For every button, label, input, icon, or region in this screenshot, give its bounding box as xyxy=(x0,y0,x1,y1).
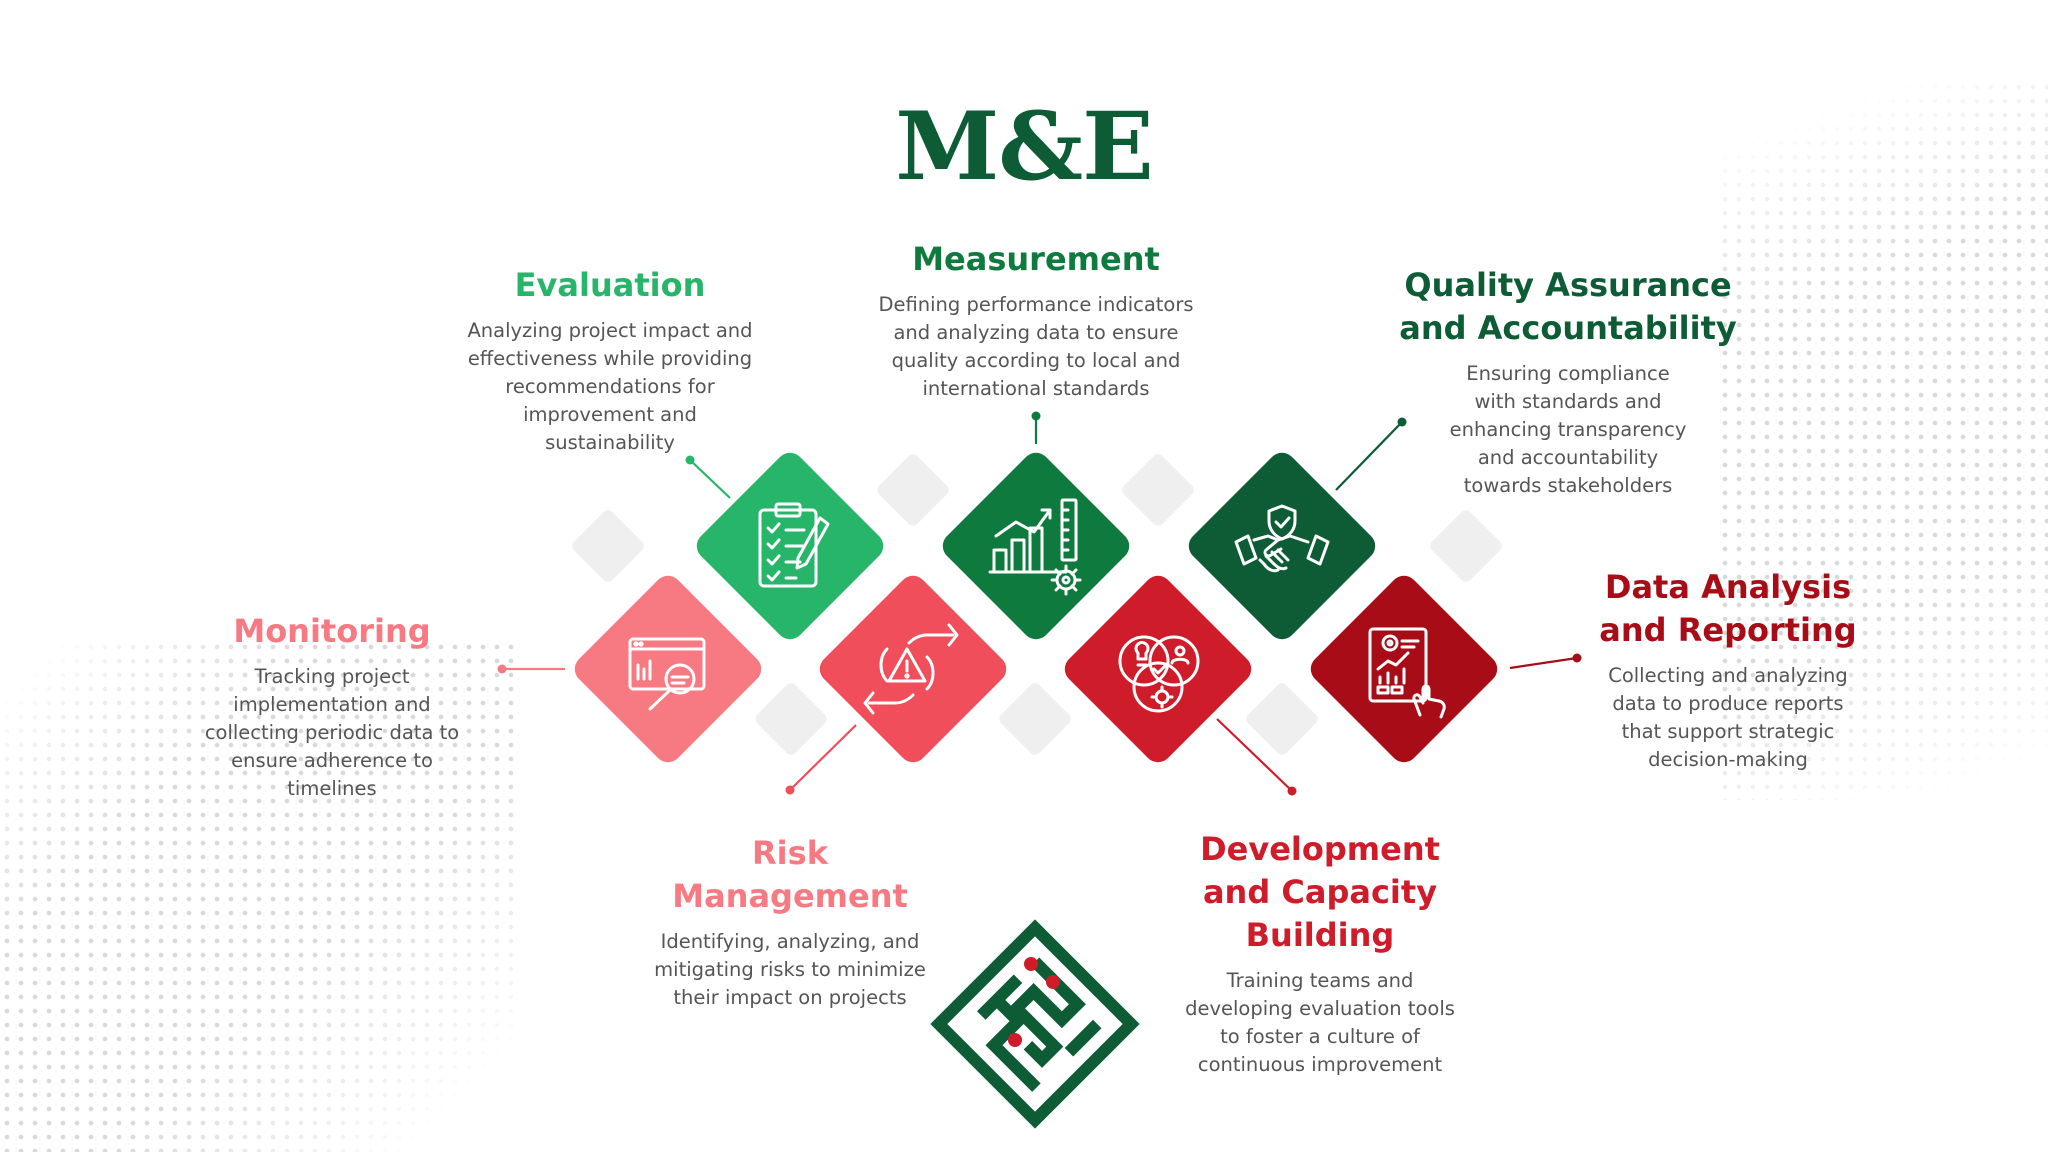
label-development: Development and Capacity Building Traini… xyxy=(1160,828,1480,1079)
venn-ideas-icon xyxy=(1118,635,1200,713)
dashboard-magnifier-icon xyxy=(628,637,706,711)
monitoring-desc: Tracking project implementation and coll… xyxy=(204,665,460,800)
dot-pattern-right xyxy=(1718,80,2048,800)
label-data: Data Analysis and Reporting Collecting a… xyxy=(1598,566,1858,774)
connectors xyxy=(497,411,1582,796)
risk-title: Risk Management xyxy=(672,834,908,915)
data-desc: Collecting and analyzing data to produce… xyxy=(1608,664,1848,771)
measurement-desc: Defining performance indicators and anal… xyxy=(878,293,1194,400)
risk-desc: Identifying, analyzing, and mitigating r… xyxy=(654,930,926,1009)
evaluation-title: Evaluation xyxy=(514,266,706,304)
diamond-monitoring xyxy=(569,570,767,768)
development-desc: Training teams and developing evaluation… xyxy=(1185,969,1455,1076)
label-quality: Quality Assurance and Accountability Ens… xyxy=(1398,264,1738,500)
diamond-data xyxy=(1305,570,1503,768)
diamond-measurement xyxy=(937,447,1135,645)
evaluation-desc: Analyzing project impact and effectivene… xyxy=(467,319,753,454)
quality-title: Quality Assurance and Accountability xyxy=(1399,266,1737,347)
monitoring-title: Monitoring xyxy=(233,612,431,650)
diamond-risk xyxy=(814,570,1012,768)
clipboard-checklist-icon xyxy=(758,502,830,588)
development-title: Development and Capacity Building xyxy=(1200,830,1440,954)
diamond-development xyxy=(1059,570,1257,768)
growth-chart-gear-icon xyxy=(988,498,1082,596)
kufic-calligraphy-logo-icon xyxy=(930,919,1140,1129)
dot-pattern-left xyxy=(0,640,520,1152)
diamond-quality xyxy=(1183,447,1381,645)
report-touch-icon xyxy=(1368,627,1446,719)
label-measurement: Measurement Defining performance indicat… xyxy=(876,238,1196,403)
page-title: M&E xyxy=(895,92,1154,202)
label-evaluation: Evaluation Analyzing project impact and … xyxy=(460,264,760,457)
hands-warning-icon xyxy=(863,623,959,715)
measurement-title: Measurement xyxy=(912,240,1160,278)
data-title: Data Analysis and Reporting xyxy=(1599,568,1857,649)
label-risk: Risk Management Identifying, analyzing, … xyxy=(640,832,940,1012)
label-monitoring: Monitoring Tracking project implementati… xyxy=(198,610,466,803)
handshake-shield-icon xyxy=(1234,504,1330,573)
diamond-evaluation xyxy=(691,447,889,645)
quality-desc: Ensuring compliance with standards and e… xyxy=(1449,362,1687,497)
